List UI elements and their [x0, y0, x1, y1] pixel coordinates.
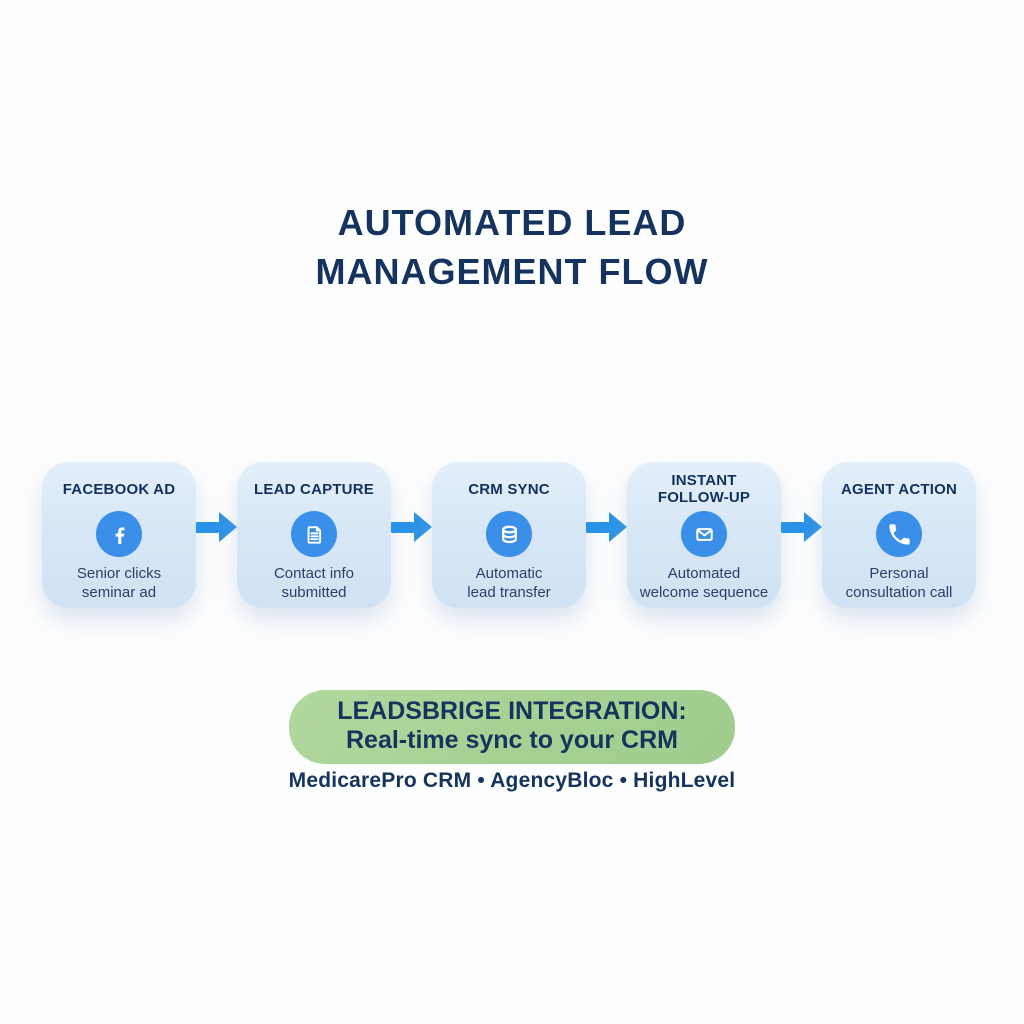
flow-arrow-icon — [391, 512, 432, 542]
document-icon — [291, 511, 337, 557]
flow-step-lead-capture: LEAD CAPTURE Contact info submitted — [237, 462, 391, 608]
integration-line2: Real-time sync to your CRM — [345, 726, 678, 754]
phone-icon — [876, 511, 922, 557]
flow-step-title: AGENT ACTION — [840, 480, 957, 498]
flow-step-description: Automatic lead transfer — [467, 565, 551, 601]
flow-step-title: FACEBOOK AD — [62, 480, 176, 498]
facebook-icon — [96, 511, 142, 557]
flow-step-agent-action: AGENT ACTION Personal consultation call — [822, 462, 976, 608]
flow-step-facebook-ad: FACEBOOK AD Senior clicks seminar ad — [42, 462, 196, 608]
database-icon — [486, 511, 532, 557]
flow-step-description: Contact info submitted — [273, 565, 355, 601]
flow-step-description: Automated welcome sequence — [639, 565, 769, 601]
integration-line1: LEADSBRIGE INTEGRATION: — [337, 697, 687, 725]
flow-row: FACEBOOK AD Senior clicks seminar ad LEA… — [42, 462, 976, 608]
flow-arrow-icon — [196, 512, 237, 542]
envelope-icon — [681, 511, 727, 557]
page-title: AUTOMATED LEAD MANAGEMENT FLOW — [0, 198, 1024, 296]
providers-caption: MedicarePro CRM • AgencyBloc • HighLevel — [288, 769, 736, 792]
flow-step-title: INSTANT FOLLOW-UP — [657, 472, 751, 506]
flow-arrow-icon — [586, 512, 627, 542]
page-title-line1: AUTOMATED LEAD — [337, 202, 687, 243]
flow-step-title: LEAD CAPTURE — [254, 480, 374, 498]
flow-step-instant-follow-up: INSTANT FOLLOW-UP Automated welcome sequ… — [627, 462, 781, 608]
flow-step-description: Senior clicks seminar ad — [76, 565, 162, 601]
page-title-line2: MANAGEMENT FLOW — [315, 251, 709, 292]
flow-step-title: CRM SYNC — [468, 480, 550, 498]
flow-step-crm-sync: CRM SYNC Automatic lead transfer — [432, 462, 586, 608]
flow-arrow-icon — [781, 512, 822, 542]
flow-step-description: Personal consultation call — [845, 565, 953, 601]
integration-pill: LEADSBRIGE INTEGRATION: Real-time sync t… — [289, 690, 735, 764]
